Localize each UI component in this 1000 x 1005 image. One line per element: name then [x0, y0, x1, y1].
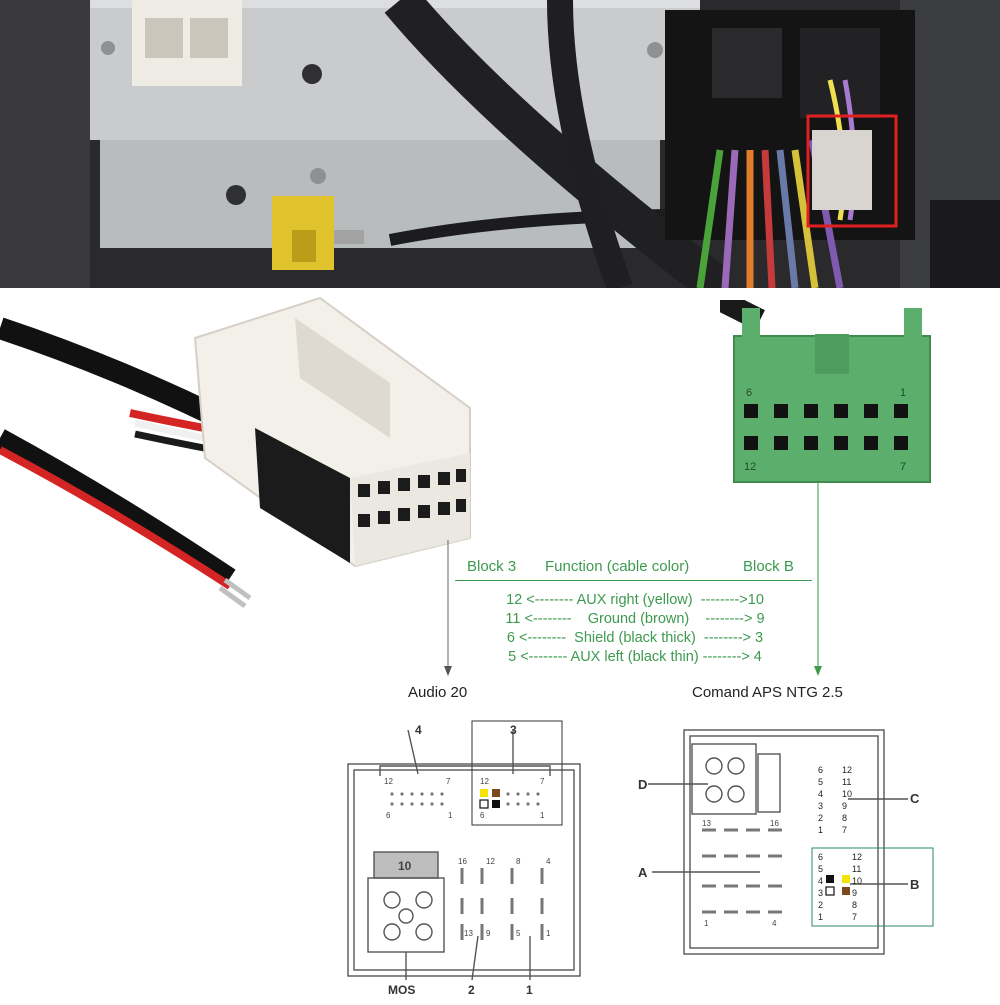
green-pin-label: 7: [900, 461, 906, 473]
pin-b: 2: [818, 900, 823, 910]
pin-b: 1: [818, 912, 823, 922]
pin-b: 3: [818, 888, 823, 898]
pin-b: 6: [818, 852, 823, 862]
pin-number: 9: [486, 929, 491, 938]
pin-c: 7: [842, 825, 847, 835]
header-block-3: Block 3: [467, 558, 517, 575]
pin-c: 6: [818, 765, 823, 775]
pin-c: 8: [842, 813, 847, 823]
pin-b: 10: [852, 876, 862, 886]
pin-c: 2: [818, 813, 823, 823]
pin-number: 10: [398, 859, 412, 873]
mapping-row: 11 <-------- Ground (brown) --------> 9: [505, 611, 765, 627]
pin-c: 10: [842, 789, 852, 799]
pin-c: 5: [818, 777, 823, 787]
pin-number: 16: [458, 857, 467, 866]
green-pin-label: 12: [744, 461, 756, 473]
pin-b: 8: [852, 900, 857, 910]
block-label-1: 1: [526, 983, 533, 997]
pin-b: 7: [852, 912, 857, 922]
mapping-row: 12 <-------- AUX right (yellow) --------…: [506, 592, 764, 608]
pin-number: 13: [702, 819, 711, 828]
pin-number: 4: [546, 857, 551, 866]
white-connector-cable: [0, 288, 560, 618]
pin-c: 12: [842, 765, 852, 775]
green-pin-label: 6: [746, 387, 752, 399]
pin-b: 5: [818, 864, 823, 874]
header-block-b: Block B: [743, 558, 794, 575]
audio20-pinout-diagram: 4 3 MOS 2 1 12 7 6 1 12 7 6 1 10 16 12 8…: [340, 718, 590, 1000]
header-divider: [455, 580, 812, 581]
mapping-table-header: Block 3 Function (cable color) Block B: [455, 558, 810, 580]
pin-number: 1: [448, 811, 453, 820]
pin-number: 12: [480, 777, 489, 786]
pin-number: 5: [516, 929, 521, 938]
green-connector: 6 1 12 7: [715, 290, 940, 500]
pin-number: 1: [704, 919, 709, 928]
pin-number: 16: [770, 819, 779, 828]
mapping-row: 5 <-------- AUX left (black thin) ------…: [508, 649, 762, 665]
pin-number: 1: [540, 811, 545, 820]
pin-number: 6: [480, 811, 485, 820]
pin-c: 3: [818, 801, 823, 811]
pin-c: 11: [842, 777, 851, 787]
pin-b: 9: [852, 888, 857, 898]
radio-back-photo: [0, 0, 1000, 288]
block-label-4: 4: [415, 723, 422, 737]
pin-number: 4: [772, 919, 777, 928]
pin-b: 4: [818, 876, 823, 886]
block-label-d: D: [638, 777, 647, 792]
block-label-b: B: [910, 877, 919, 892]
pin-number: 12: [486, 857, 495, 866]
pin-number: 7: [540, 777, 545, 786]
pin-number: 8: [516, 857, 521, 866]
pin-number: 7: [446, 777, 451, 786]
pin-number: 13: [464, 929, 473, 938]
pin-number: 6: [386, 811, 391, 820]
block-label-mos: MOS: [388, 983, 415, 997]
mapping-row: 6 <-------- Shield (black thick) -------…: [506, 630, 764, 646]
caption-comand-aps: Comand APS NTG 2.5: [692, 684, 843, 701]
block-label-c: C: [910, 791, 920, 806]
pin-number: 1: [546, 929, 551, 938]
block-label-2: 2: [468, 983, 475, 997]
header-function: Function (cable color): [545, 558, 690, 575]
pin-c: 1: [818, 825, 823, 835]
green-pin-label: 1: [900, 387, 906, 399]
pin-b: 12: [852, 852, 862, 862]
pin-c: 4: [818, 789, 823, 799]
caption-audio-20: Audio 20: [408, 684, 468, 701]
block-label-a: A: [638, 865, 648, 880]
block-label-3: 3: [510, 723, 517, 737]
pin-c: 9: [842, 801, 847, 811]
pin-b: 11: [852, 864, 861, 874]
pin-number: 12: [384, 777, 393, 786]
